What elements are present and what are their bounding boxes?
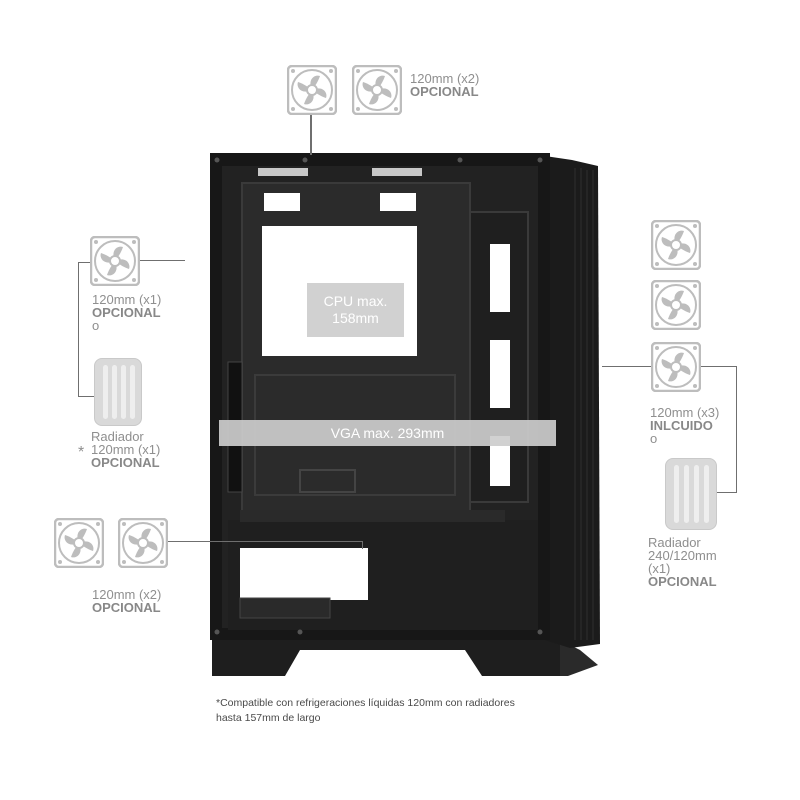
connector-line xyxy=(168,541,363,542)
left-radiator-label: Radiador 120mm (x1) OPCIONAL xyxy=(91,429,161,470)
radiator-icon xyxy=(665,458,717,530)
bottom-fans-label: 120mm (x2) OPCIONAL xyxy=(92,587,162,615)
connector-line xyxy=(310,115,312,155)
connector-line xyxy=(78,396,94,397)
fan-icon xyxy=(352,65,402,115)
front-fans-label: 120mm (x3) INLCUIDO o xyxy=(650,405,720,446)
connector-line xyxy=(362,541,363,549)
connector-line xyxy=(716,492,737,493)
fan-icon xyxy=(54,518,104,568)
connector-line xyxy=(78,262,79,397)
left-fan-label: 120mm (x1) OPCIONAL o xyxy=(92,292,162,333)
top-fans-label: 120mm (x2) OPCIONAL xyxy=(410,71,480,99)
footnote: *Compatible con refrigeraciones líquidas… xyxy=(216,697,515,724)
asterisk-mark: * xyxy=(78,444,85,461)
connector-line xyxy=(140,260,185,261)
fan-icon xyxy=(90,236,140,286)
fan-icon xyxy=(287,65,337,115)
vga-clearance-label: VGA max. 293mm xyxy=(219,420,556,446)
radiator-icon xyxy=(94,358,142,426)
connector-line xyxy=(736,366,737,493)
cpu-clearance-label: CPU max. 158mm xyxy=(307,283,404,337)
fan-icon xyxy=(651,220,701,270)
front-radiator-label: Radiador 240/120mm (x1) OPCIONAL xyxy=(648,535,717,589)
connector-line xyxy=(701,366,737,367)
fan-icon xyxy=(118,518,168,568)
fan-icon xyxy=(651,342,701,392)
fan-icon xyxy=(651,280,701,330)
connector-line xyxy=(78,262,90,263)
connector-line xyxy=(602,366,651,367)
